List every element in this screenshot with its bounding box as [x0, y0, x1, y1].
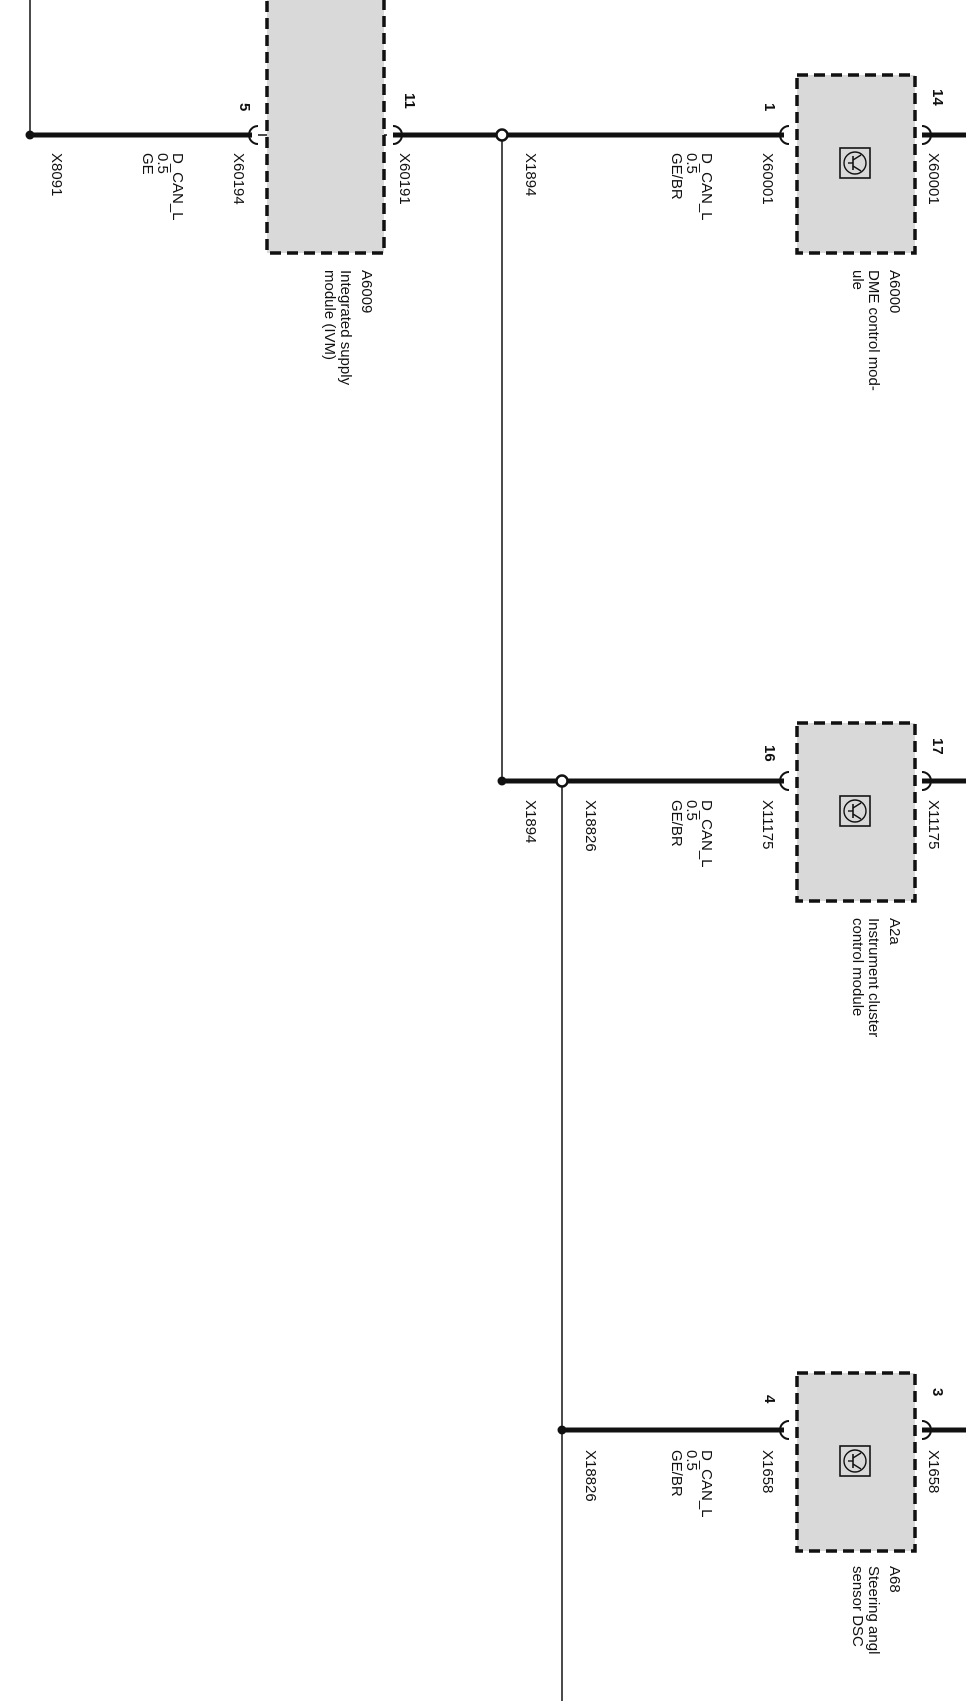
wire2-signal: D_CAN_L [698, 153, 715, 221]
splice4-label: X18826 [582, 800, 599, 852]
sas-connector-right: X1658 [925, 1450, 942, 1493]
ic-connector-left: X11175 [759, 800, 776, 850]
ic-module-id: A2a [886, 918, 903, 945]
dme-pin-right: 14 [929, 89, 946, 106]
ivm-pin-left: 5 [236, 103, 253, 111]
ic-module-box [795, 721, 917, 903]
dme-connector-right: X60001 [925, 153, 942, 205]
splice5-label: X18826 [582, 1450, 599, 1502]
sas-pin-left: 4 [761, 1395, 778, 1404]
connector-pin-icon [779, 1420, 790, 1440]
sas-module-name-line1: Steering angl [865, 1566, 882, 1654]
sas-module-name-line2: sensor DSC [849, 1566, 866, 1647]
connector-pin-icon [921, 125, 932, 145]
sas-connector-left: X1658 [759, 1450, 776, 1493]
splice-point [495, 128, 509, 142]
transistor-icon [839, 147, 871, 179]
dme-connector-left: X60001 [759, 153, 776, 205]
sas-module-box [795, 1371, 917, 1553]
splice-point [497, 776, 507, 786]
ic-module-name-line2: control module [849, 918, 866, 1016]
ivm-connector-left: X60194 [230, 153, 247, 205]
splice-point [555, 774, 569, 788]
dme-module-name-line1: DME control mod- [865, 270, 882, 391]
ivm-module-box [265, 0, 386, 255]
ivm-pin-right: 11 [401, 93, 418, 109]
wire2-gauge: 0.5 [683, 153, 700, 174]
ivm-module-id: A6009 [358, 270, 375, 313]
wire4-signal: D_CAN_L [698, 1450, 715, 1518]
ivm-connector-right: X60191 [396, 153, 413, 205]
wire4-color: GE/BR [668, 1450, 685, 1497]
connector-pin-icon [921, 1420, 932, 1440]
splice-point [25, 130, 35, 140]
dme-module-id: A6000 [886, 270, 903, 313]
dme-module-box [795, 73, 917, 255]
connector-pin-icon [779, 771, 790, 791]
wire3-gauge: 0.5 [683, 800, 700, 821]
connector-pin-icon [392, 125, 403, 145]
wire1-gauge: 0.5 [154, 153, 171, 174]
sas-pin-right: 3 [929, 1388, 946, 1396]
wire2-color: GE/BR [668, 153, 685, 200]
ivm-module-name-line2: module (IVM) [321, 270, 338, 360]
ic-module-name-line1: Instrument cluster [865, 918, 882, 1037]
sas-module-id: A68 [886, 1566, 903, 1593]
wire3-signal: D_CAN_L [698, 800, 715, 868]
dme-module-name-line2: ule [849, 270, 866, 290]
connector-pin-icon [921, 771, 932, 791]
transistor-icon [839, 1445, 871, 1477]
wire4-gauge: 0.5 [683, 1450, 700, 1471]
splice2-label: X1894 [522, 153, 539, 196]
ic-connector-right: X11175 [925, 800, 942, 850]
splice3-label: X1894 [522, 800, 539, 843]
splice-point [557, 1425, 567, 1435]
connector-pin-icon [779, 125, 790, 145]
connector-pin-icon [248, 125, 259, 145]
ic-pin-right: 17 [929, 738, 946, 755]
wire1-signal: D_CAN_L [169, 153, 186, 221]
wire3-color: GE/BR [668, 800, 685, 847]
dme-pin-left: 1 [761, 103, 778, 111]
ic-pin-left: 16 [761, 745, 778, 762]
wire1-color: GE [139, 153, 156, 175]
ivm-module-name-line1: Integrated supply [337, 270, 354, 386]
splice1-label: X8091 [48, 153, 65, 196]
transistor-icon [839, 795, 871, 827]
